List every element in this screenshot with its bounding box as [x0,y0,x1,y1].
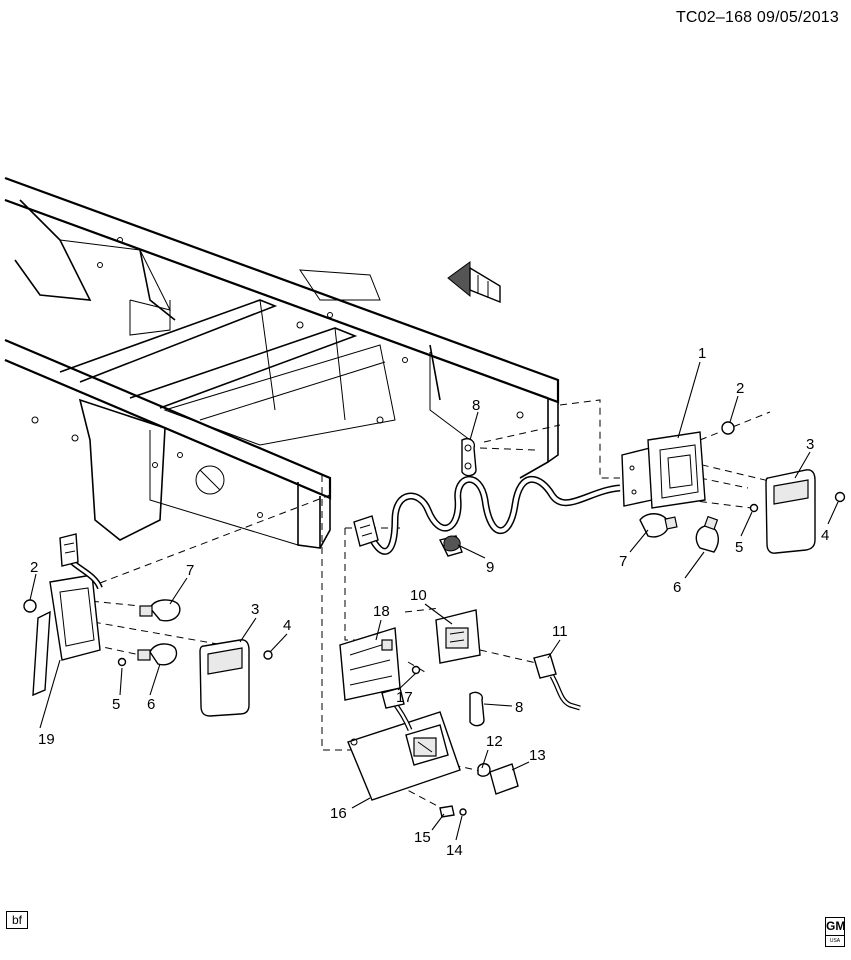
left-lamp-housing [32,533,103,697]
right-bulb-reverse [695,515,719,553]
clip-upper [461,438,477,477]
callout-4: 4 [821,527,829,544]
right-lamp-housing [621,431,706,509]
callout-16: 16 [330,805,347,822]
license-lamp-lens [489,763,519,795]
callout-3: 3 [806,436,814,453]
author-code: bf [6,911,28,929]
right-nut [721,421,735,435]
callout-15: 15 [414,829,431,846]
washer [439,805,455,818]
callout-7: 7 [619,553,627,570]
callout-11: 11 [552,623,568,640]
left-bulb-upper [139,599,181,622]
pigtail-connector [533,653,581,711]
callout-7: 7 [186,562,194,579]
callout-17: 17 [396,689,413,706]
bracket-plate [339,627,401,701]
callout-10: 10 [410,587,427,604]
callout-12: 12 [486,733,503,750]
callout-18: 18 [373,603,390,620]
license-screw [459,808,467,816]
grommet [443,535,461,552]
gm-logo-subtext: USA [829,938,841,944]
left-bulb-lower [137,643,178,666]
left-lamp-lens [199,639,250,717]
callout-leaders [29,361,839,841]
left-lens-screw [263,650,273,660]
callout-8: 8 [515,699,523,716]
right-housing-screw [749,503,759,513]
license-lamp-bulb [477,763,491,777]
callout-13: 13 [529,747,546,764]
callout-9: 9 [486,559,494,576]
callout-labels: 1 2 2 3 3 4 4 5 5 6 6 7 7 8 8 9 10 11 12… [30,345,829,859]
callout-8: 8 [472,397,480,414]
callout-2: 2 [30,559,38,576]
callout-14: 14 [446,842,463,859]
connector-module [435,609,481,664]
right-lens-screw [834,491,846,503]
callout-5: 5 [112,696,120,713]
bracket-screw [411,665,421,675]
front-direction-arrow [447,261,501,304]
right-lamp-lens [765,469,816,554]
callout-1: 1 [698,345,706,362]
callout-6: 6 [673,579,681,596]
callout-19: 19 [38,731,55,748]
gm-logo-text: GM [826,918,845,936]
license-lamp-bracket [347,687,461,801]
callout-6: 6 [147,696,155,713]
document-id: TC02–168 09/05/2013 [675,9,839,26]
left-housing-screw [117,657,127,667]
wiring-harness [353,475,621,557]
left-nut [23,599,37,613]
assembly-leader-lines [69,399,816,811]
callout-2: 2 [736,380,744,397]
callout-5: 5 [735,539,743,556]
clip-lower [469,691,485,727]
gm-logo: GM USA [825,917,845,947]
callout-4: 4 [283,617,291,634]
vehicle-frame [4,176,560,549]
callout-3: 3 [251,601,259,618]
